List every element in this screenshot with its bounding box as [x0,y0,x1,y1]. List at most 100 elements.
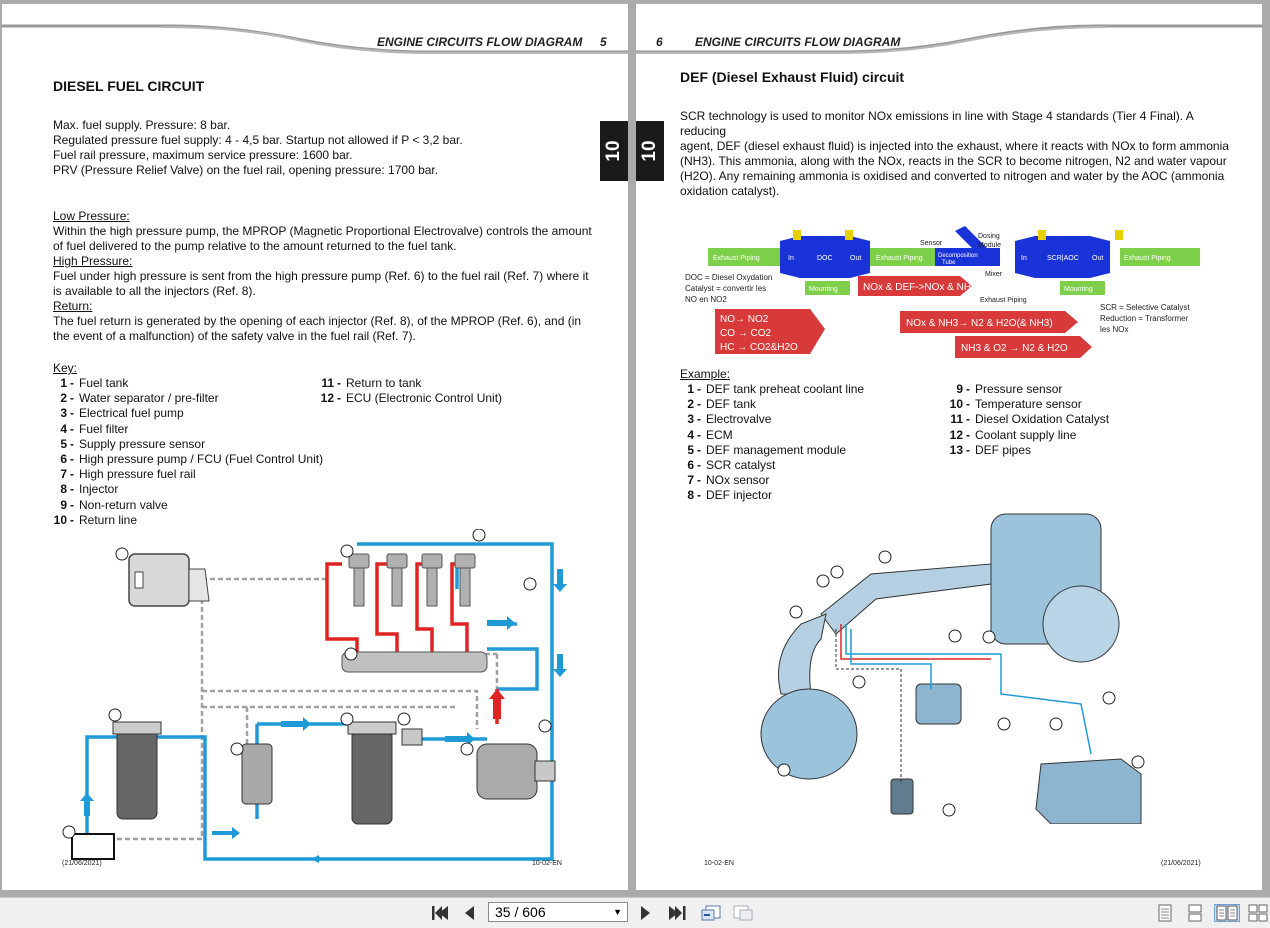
item-dash: - [697,488,701,503]
item-number: 13 [949,442,963,457]
chevron-down-icon[interactable]: ▼ [613,907,622,917]
item-number: 5 [60,436,67,451]
item-number: 2 [687,397,694,412]
svg-text:NOx & NH3→ N2 & H2O(& NH3): NOx & NH3→ N2 & H2O(& NH3) [906,318,1053,329]
left-page: ENGINE CIRCUITS FLOW DIAGRAM 5 10 DIESEL… [2,4,628,890]
item-dash: - [70,421,74,436]
svg-text:CO → CO2: CO → CO2 [720,328,772,339]
item-dash: - [966,397,970,412]
list-item: 2-Water separator / pre-filter [53,391,323,406]
item-number: 8 [687,488,694,503]
item-number: 4 [687,427,694,442]
svg-text:Mounting: Mounting [1064,286,1093,293]
header-swoosh [2,24,628,54]
footer-date: (21/06/2021) [62,860,102,867]
svg-text:Mounting: Mounting [809,286,838,293]
svg-text:NO en NO2: NO en NO2 [685,295,727,304]
item-dash: - [966,412,970,427]
previous-page-button[interactable] [464,905,476,925]
item-label: High pressure pump / FCU (Fuel Control U… [79,451,324,466]
item-dash: - [697,382,701,396]
item-dash: - [966,382,970,396]
item-label: Return line [79,512,138,527]
svg-text:Sensor: Sensor [920,240,943,247]
svg-text:Exhaust Piping: Exhaust Piping [980,297,1027,304]
spec-line: Regulated pressure fuel supply: 4 - 4,5 … [53,133,463,147]
last-page-button[interactable] [668,905,686,925]
item-dash: - [70,391,74,406]
item-number: 11 [321,376,334,390]
page-number-value: 35 / 606 [495,904,546,920]
item-label: Water separator / pre-filter [79,391,219,406]
item-number: 10 [53,512,67,527]
item-label: SCR catalyst [706,457,776,472]
def-system-illustration [760,513,1145,824]
list-item: 6-SCR catalyst [680,458,864,473]
svg-text:Exhaust Piping: Exhaust Piping [876,255,923,262]
page-number-input[interactable]: 35 / 606 ▼ [488,902,628,922]
first-page-button[interactable] [432,905,450,925]
page-number: 5 [600,35,607,49]
return-heading: Return: [53,299,93,313]
facing-view-button[interactable] [1214,904,1240,922]
continuous-facing-view-button[interactable] [1248,904,1268,922]
section-tab: 10 [600,121,628,181]
next-page-button[interactable] [640,905,652,925]
item-label: High pressure fuel rail [79,467,196,482]
svg-text:Reduction = Transformer: Reduction = Transformer [1100,314,1189,323]
item-number: 8 [60,482,67,497]
list-item: 5-Supply pressure sensor [53,437,323,452]
last-page-icon [669,906,686,920]
list-item: 11-Return to tank [320,376,502,391]
item-number: 2 [60,391,67,406]
svg-text:Dosing: Dosing [978,233,1000,240]
svg-text:DOC = Diesel Oxydation: DOC = Diesel Oxydation [685,273,772,282]
item-label: Non-return valve [79,497,168,512]
list-item: 3-Electrovalve [680,412,864,427]
go-forward-view-button[interactable] [732,904,754,926]
low-pressure-heading: Low Pressure: [53,209,130,223]
header-title: ENGINE CIRCUITS FLOW DIAGRAM [377,35,583,49]
item-dash: - [966,442,970,457]
svg-text:SCR|AOC: SCR|AOC [1047,255,1079,262]
item-dash: - [337,376,341,390]
item-number: 12 [949,427,963,442]
item-dash: - [697,427,701,442]
list-item: 6-High pressure pump / FCU (Fuel Control… [53,452,323,467]
item-number: 7 [60,467,67,482]
item-dash: - [697,457,701,472]
svg-text:Exhaust Piping: Exhaust Piping [1124,255,1171,262]
item-number: 4 [60,421,67,436]
item-dash: - [70,467,74,482]
list-item: 8-DEF injector [680,488,864,503]
next-page-icon [641,906,650,920]
pressure-description: Low Pressure: Within the high pressure p… [53,209,593,344]
item-dash: - [697,412,701,427]
item-label: Pressure sensor [975,382,1063,396]
item-label: DEF tank preheat coolant line [706,382,865,396]
svg-text:NOx & DEF->NOx & NH3: NOx & DEF->NOx & NH3 [863,282,977,293]
section-tab: 10 [636,121,664,181]
svg-text:In: In [788,255,794,262]
item-number: 6 [687,457,694,472]
item-label: Fuel tank [79,376,129,390]
list-item: 7-NOx sensor [680,473,864,488]
list-item: 4-Fuel filter [53,422,323,437]
item-dash: - [697,442,701,457]
fuel-circuit-diagram [62,529,567,863]
list-item: 5-DEF management module [680,443,864,458]
single-page-view-button[interactable] [1156,904,1174,922]
list-item: 10-Temperature sensor [949,397,1109,412]
item-label: DEF tank [706,397,757,412]
item-dash: - [966,427,970,442]
continuous-view-button[interactable] [1186,904,1204,922]
go-back-view-button[interactable] [700,904,722,926]
high-pressure-text: Fuel under high pressure is sent from th… [53,269,589,298]
svg-text:Exhaust Piping: Exhaust Piping [713,255,760,262]
svg-text:Catalyst = convertir les: Catalyst = convertir les [685,284,766,293]
footer-code: 10-02-EN [532,860,562,867]
footer-code: 10-02-EN [704,860,734,867]
svg-text:Out: Out [850,255,861,262]
list-item: 11-Diesel Oxidation Catalyst [949,412,1109,427]
